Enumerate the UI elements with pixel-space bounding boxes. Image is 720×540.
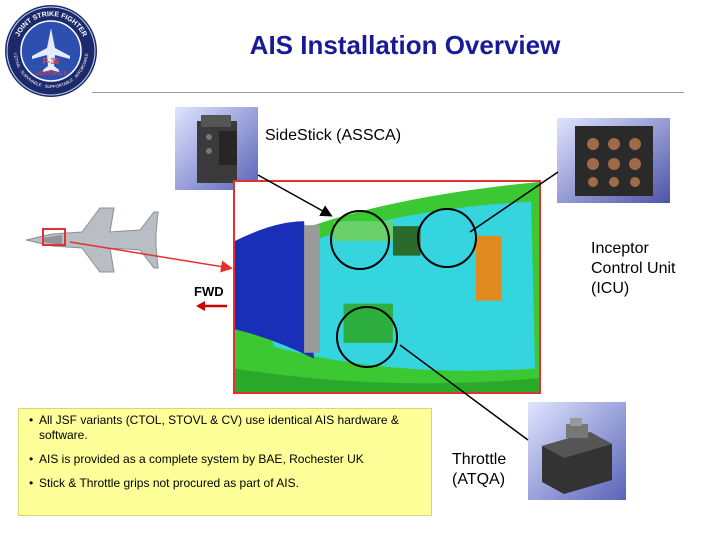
note-item: AIS is provided as a complete system by …	[29, 452, 423, 467]
cockpit-cutaway-image	[233, 180, 541, 394]
cockpit-highlight-marker	[42, 228, 66, 246]
page-title: AIS Installation Overview	[249, 30, 561, 60]
note-item: Stick & Throttle grips not procured as p…	[29, 476, 423, 491]
f35-aircraft-image	[22, 188, 162, 288]
throttle-label-line1: Throttle	[452, 451, 507, 468]
logo-jet-icon	[32, 28, 70, 72]
icu-label-line2: Control Unit	[591, 260, 676, 277]
sidestick-label: SideStick (ASSCA)	[265, 127, 402, 144]
sidestick-photo	[175, 107, 258, 190]
notes-box: All JSF variants (CTOL, STOVL & CV) use …	[18, 408, 432, 516]
throttle-label-line2: (ATQA)	[452, 471, 506, 488]
throttle-label: Throttle (ATQA)	[452, 450, 532, 490]
logo-sub-text: LIGHTNING II	[35, 71, 66, 77]
icu-photo	[557, 118, 670, 203]
icu-label-line1: Inceptor	[591, 240, 649, 257]
jsf-logo: JOINT STRIKE FIGHTER LETHAL · SURVIVABLE…	[4, 4, 98, 98]
icu-label: Inceptor Control Unit (ICU)	[591, 239, 711, 299]
notes-list: All JSF variants (CTOL, STOVL & CV) use …	[27, 413, 423, 491]
note-item: All JSF variants (CTOL, STOVL & CV) use …	[29, 413, 423, 443]
title-divider	[92, 92, 684, 93]
fwd-label: FWD	[194, 284, 224, 299]
fwd-arrow-icon	[196, 301, 227, 311]
logo-center-text: F-35	[43, 57, 60, 66]
icu-label-line3: (ICU)	[591, 280, 630, 297]
throttle-photo	[528, 402, 626, 500]
